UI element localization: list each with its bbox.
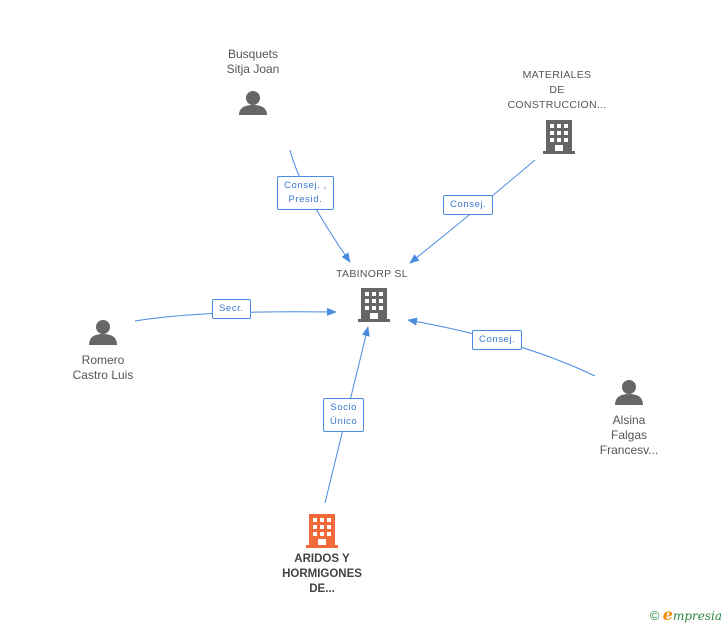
brand-e: e bbox=[662, 605, 673, 624]
person-icon-alsina[interactable] bbox=[615, 380, 643, 405]
node-label-materiales[interactable]: MATERIALES DE CONSTRUCCION... bbox=[507, 69, 607, 111]
node-label-aridos[interactable]: ARIDOS Y HORMIGONES DE... bbox=[282, 553, 362, 595]
person-icon-busquets[interactable] bbox=[239, 91, 267, 115]
node-label-romero[interactable]: Romero Castro Luis bbox=[72, 353, 134, 382]
building-icon-materiales[interactable] bbox=[543, 120, 575, 154]
building-icon-aridos[interactable] bbox=[306, 514, 338, 548]
node-label-busquets[interactable]: Busquets Sitja Joan bbox=[226, 47, 280, 76]
edge-label-materiales: Consej. bbox=[443, 195, 494, 215]
node-label-alsina[interactable]: Alsina Falgas Francesv... bbox=[599, 413, 659, 457]
edge-label-busquets: Consej. , Presid. bbox=[277, 176, 334, 210]
edge-label-alsina: Consej. bbox=[472, 330, 523, 350]
brand-name: mpresia bbox=[672, 609, 722, 623]
person-icon-romero[interactable] bbox=[89, 320, 117, 345]
node-label-center[interactable]: TABINORP SL bbox=[336, 268, 408, 280]
edge-label-romero: Secr. bbox=[212, 299, 251, 319]
edge-label-aridos: Socio Único bbox=[323, 398, 365, 432]
building-icon-center[interactable] bbox=[358, 288, 390, 322]
copyright-icon: © bbox=[649, 608, 660, 623]
brand-logo: © empresia bbox=[650, 605, 722, 624]
